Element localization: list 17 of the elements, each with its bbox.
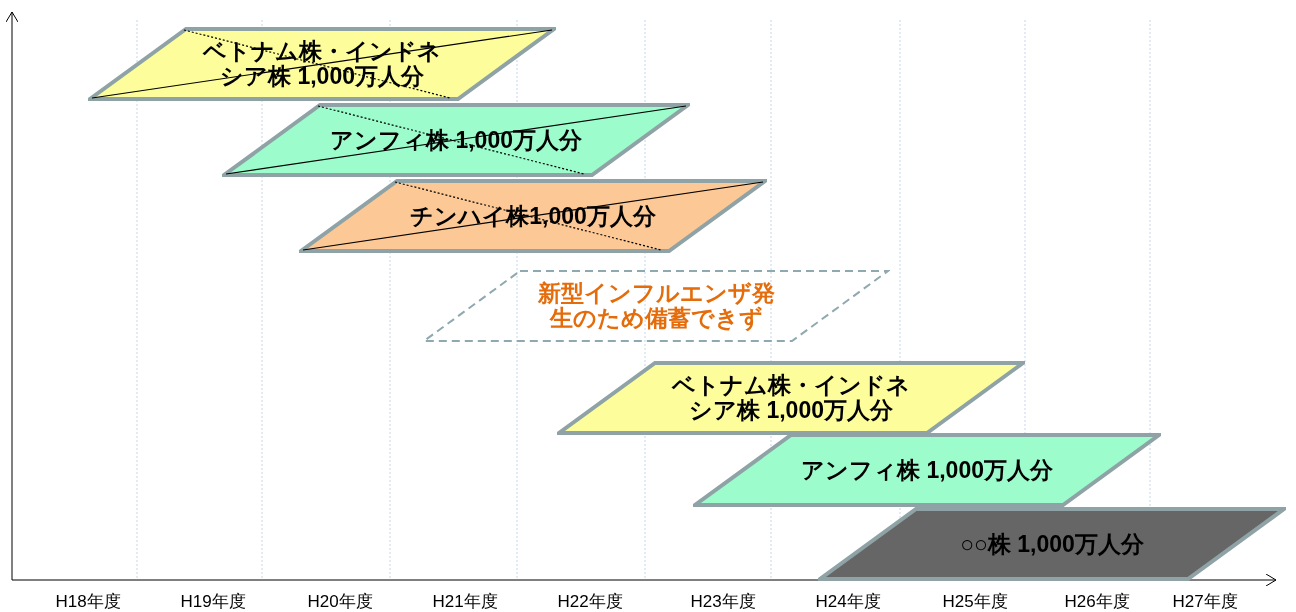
year-label: H22年度 (557, 591, 623, 612)
bar-label: アンフィ株 1,000万人分 (800, 457, 1054, 483)
year-label: H27年度 (1172, 591, 1238, 612)
year-label: H21年度 (432, 591, 498, 612)
year-label: H20年度 (307, 591, 373, 612)
year-label: H25年度 (942, 591, 1008, 612)
bar-label: ベトナム株・インドネシア株 1,000万人分 (670, 373, 911, 423)
year-label: H26年度 (1064, 591, 1130, 612)
year-label: H19年度 (180, 591, 246, 612)
stockpile-period-bar (557, 361, 1025, 435)
year-label: H24年度 (815, 591, 881, 612)
stockpile-period-bar (693, 433, 1161, 507)
year-label: H18年度 (55, 591, 121, 612)
bar-label: ○○株 1,000万人分 (959, 531, 1145, 557)
year-label: H23年度 (690, 591, 756, 612)
note-text: 新型インフルエンザ発生のため備蓄できず (536, 281, 776, 331)
stockpile-period-bar (818, 507, 1286, 581)
